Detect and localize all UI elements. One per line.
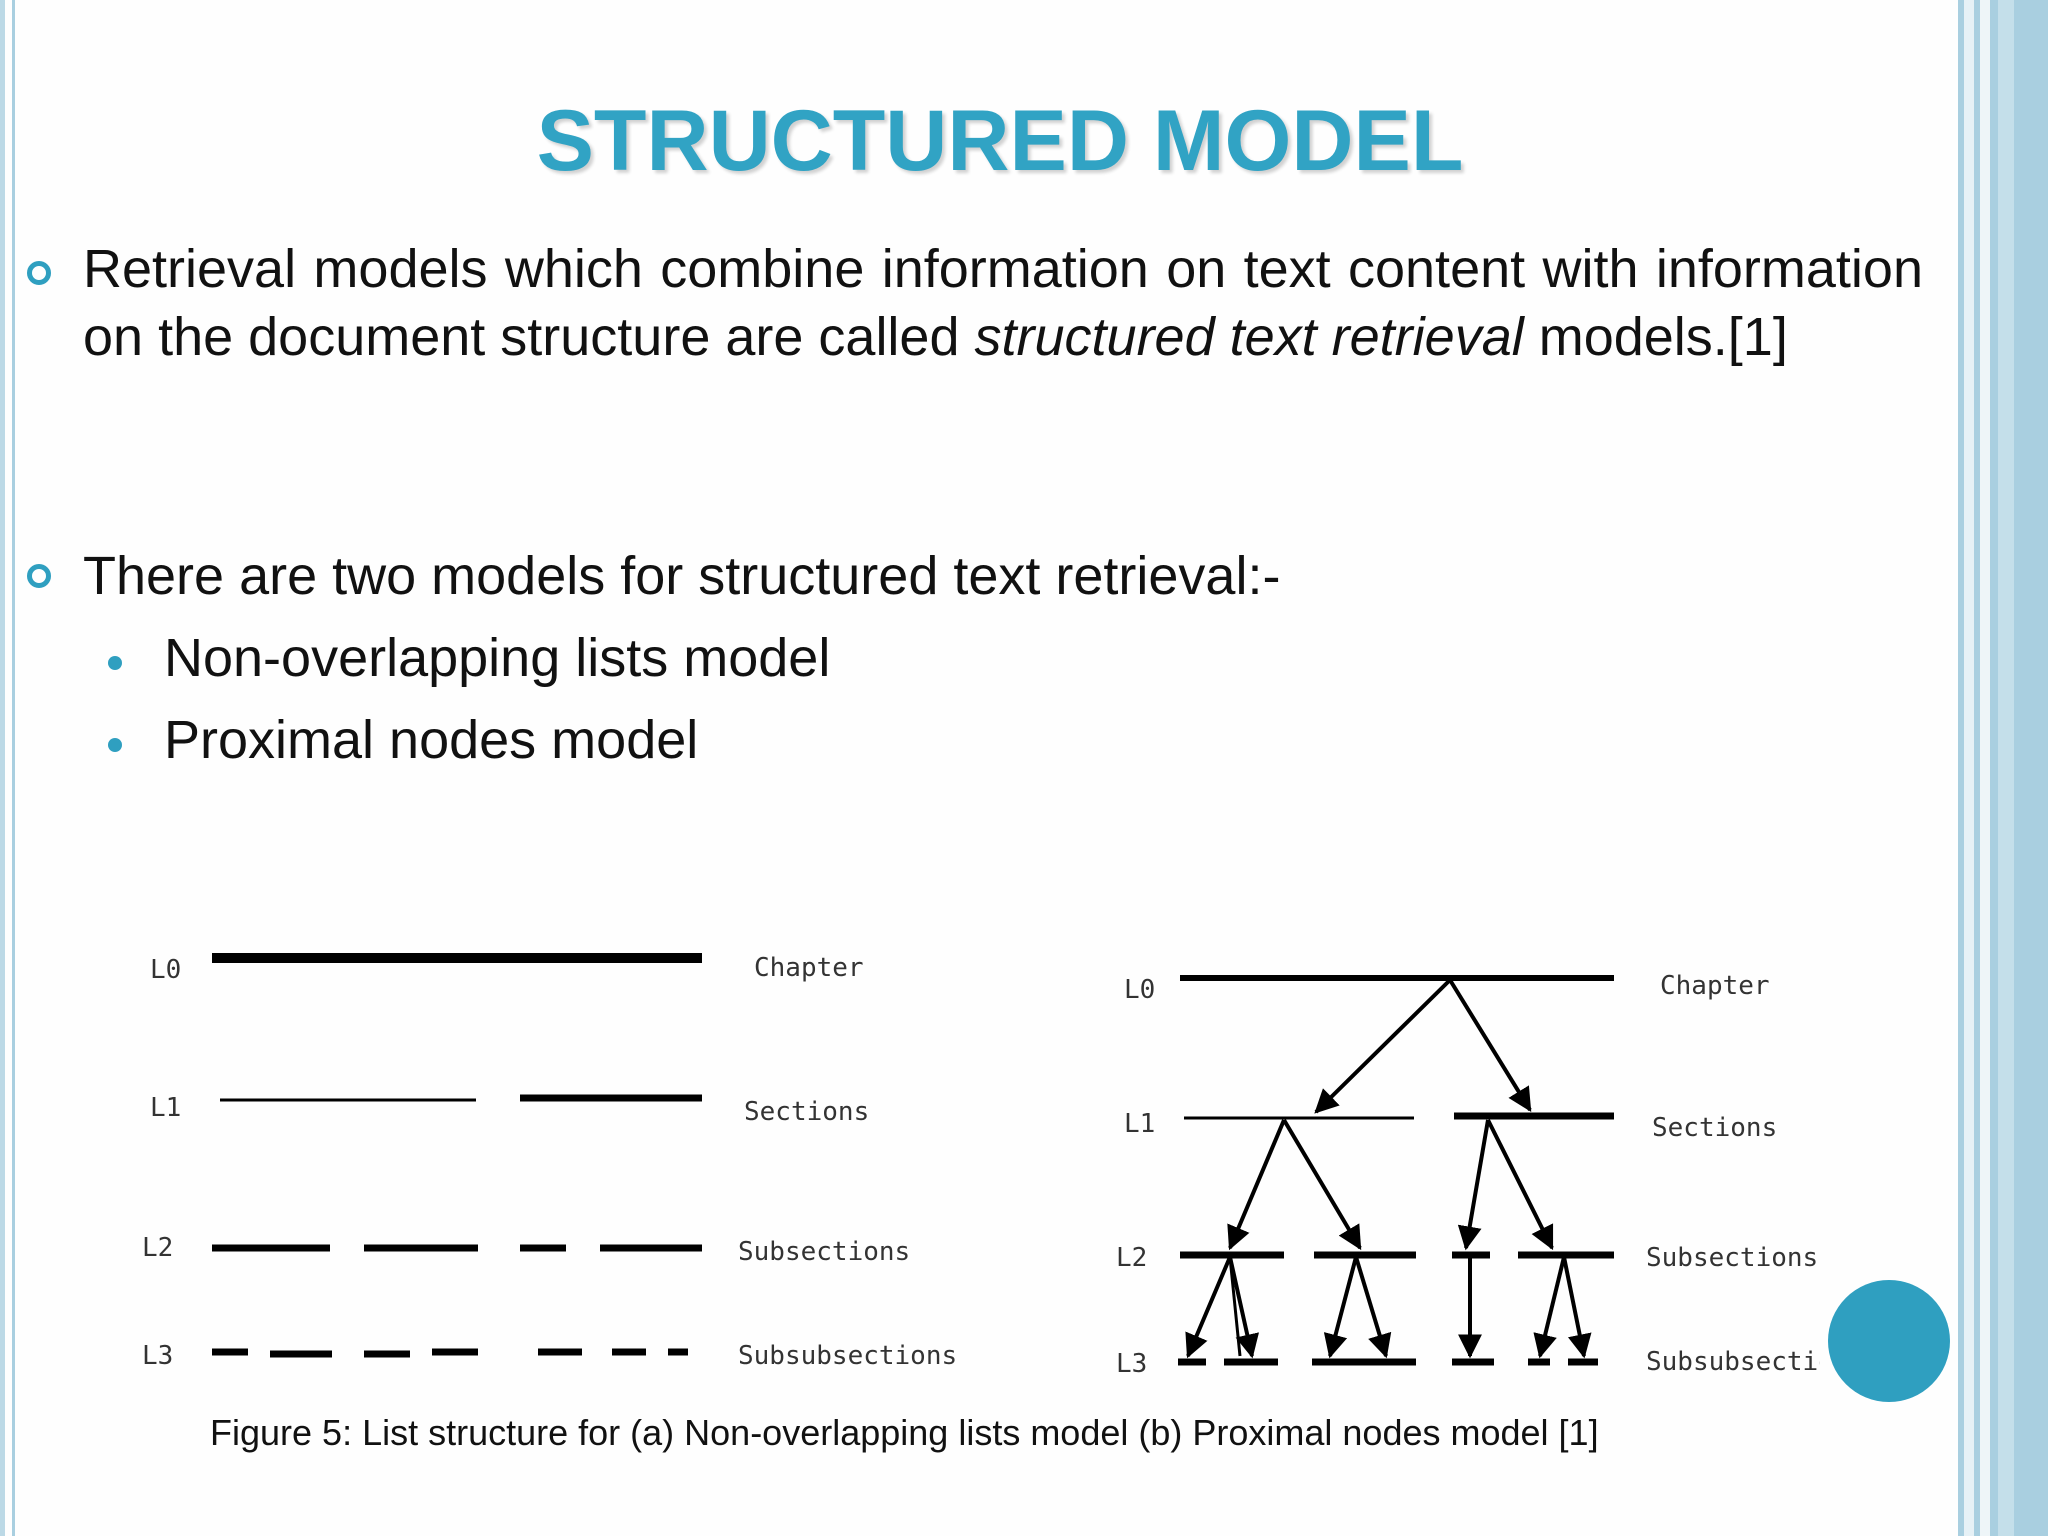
- node-arrow: [1457, 1119, 1490, 1251]
- node-arrow: [1486, 1119, 1554, 1251]
- list-structure-figure: L0 L1 L2 L3 Chapter Sections: [120, 930, 1865, 1400]
- bullet-text-two-models: There are two models for structured text…: [83, 546, 1281, 606]
- sub-item-proximal-nodes: Proximal nodes model: [164, 710, 699, 770]
- node-arrow: [1323, 1256, 1358, 1359]
- level-label: L0: [150, 955, 181, 985]
- level-label: L2: [142, 1233, 173, 1263]
- node-arrow: [1282, 1118, 1362, 1251]
- figure-caption: Figure 5: List structure for (a) Non-ove…: [210, 1412, 1599, 1453]
- right-stripe: [1980, 0, 1990, 1536]
- dot-bullet-icon: [108, 656, 122, 670]
- node-arrow: [1562, 1256, 1592, 1359]
- tier-label: Subsections: [738, 1237, 910, 1267]
- tier-label: Sections: [744, 1097, 869, 1127]
- level-label: L2: [1116, 1243, 1147, 1273]
- node-arrow: [1448, 978, 1532, 1113]
- decorative-circle-icon: [1828, 1280, 1950, 1402]
- right-stripe: [1990, 0, 1998, 1536]
- tier-label: Subsubsections: [738, 1341, 957, 1371]
- bullet-text-structured-retrieval: Retrieval models which combine informati…: [83, 235, 1923, 371]
- tier-label: Subsubsections: [1646, 1347, 1820, 1377]
- proximal-nodes-diagram: L0 L1 L2 L3: [1116, 971, 1865, 1379]
- node-arrow: [1314, 978, 1452, 1114]
- bullet-text-part: models.[1]: [1523, 307, 1788, 367]
- node-arrow: [1228, 1256, 1260, 1359]
- level-label: L3: [142, 1341, 173, 1371]
- right-stripe: [1964, 0, 1974, 1536]
- level-label: L1: [1124, 1109, 1155, 1139]
- node-arrow: [1354, 1256, 1392, 1359]
- left-border-line-inner: [12, 0, 15, 1536]
- node-arrow: [1228, 1256, 1242, 1357]
- left-border-line: [0, 0, 5, 1536]
- level-label: L0: [1124, 975, 1155, 1005]
- right-stripe: [2014, 0, 2048, 1536]
- non-overlapping-lists-diagram: L0 L1 L2 L3 Chapter Sections: [142, 953, 957, 1371]
- level-label: L1: [150, 1093, 181, 1123]
- right-stripe: [1958, 0, 1964, 1536]
- tier-label: Subsections: [1646, 1243, 1818, 1273]
- dot-bullet-icon: [108, 738, 122, 752]
- right-stripe: [1974, 0, 1980, 1536]
- ring-bullet-icon: [27, 564, 51, 588]
- right-stripe: [1998, 0, 2014, 1536]
- figure-diagram: L0 L1 L2 L3 Chapter Sections: [142, 953, 1865, 1379]
- tier-label: Chapter: [754, 953, 864, 983]
- node-arrow: [1185, 1256, 1232, 1359]
- bullet-text-part: Retrieval models which combine informati…: [83, 239, 1923, 367]
- tier-label: Sections: [1652, 1113, 1777, 1143]
- node-arrow: [1533, 1256, 1566, 1359]
- tier-label: Chapter: [1660, 971, 1770, 1001]
- sub-item-non-overlapping: Non-overlapping lists model: [164, 628, 831, 688]
- slide-title: STRUCTURED MODEL: [536, 93, 1464, 189]
- node-arrow: [1227, 1119, 1286, 1251]
- level-label: L3: [1116, 1349, 1147, 1379]
- ring-bullet-icon: [27, 261, 51, 285]
- bullet-text-italic: structured text retrieval: [974, 307, 1524, 367]
